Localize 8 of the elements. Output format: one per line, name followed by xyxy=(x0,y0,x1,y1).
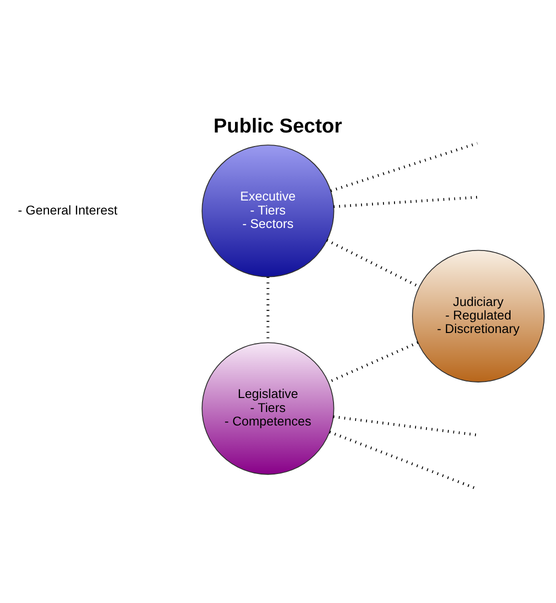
connector xyxy=(334,196,478,208)
diagram-title: Public Sector xyxy=(214,116,342,138)
connector xyxy=(330,142,478,192)
node-circle: Legislative - Tiers - Competences xyxy=(202,342,334,475)
label: - General Interest xyxy=(18,202,118,218)
connector xyxy=(333,415,478,436)
node-circle: Executive - Tiers - Sectors xyxy=(202,144,334,278)
node-circle: Judiciary - Regulated - Discretionary xyxy=(412,250,545,382)
